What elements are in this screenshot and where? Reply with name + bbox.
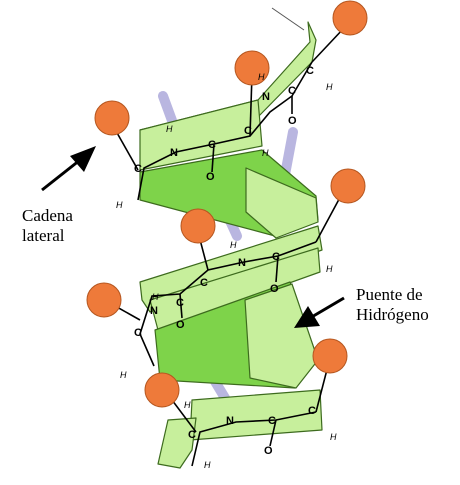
helix-ribbon [139, 21, 323, 469]
atom-hydrogen: H [330, 432, 337, 442]
atom-hydrogen: H [120, 370, 127, 380]
backbone-chain [137, 61, 313, 201]
atom-oxygen: O [288, 115, 297, 127]
atom-oxygen: O [176, 319, 185, 331]
atom-labels: C N C O C N C O C N C O C N C O C N C O … [134, 65, 316, 457]
side-chain-arrow-shaft [41, 158, 81, 192]
side-chain-label-line-1: Cadena [22, 206, 73, 225]
side-chain-arrow-head [70, 146, 96, 172]
atom-carbon: C [134, 327, 142, 339]
atom-hydrogen: H [230, 240, 237, 250]
side-chain-ball [180, 208, 216, 244]
side-chains [86, 0, 368, 408]
hydrogen-bond-arrow-shaft [309, 296, 345, 320]
ribbon-tail [157, 417, 197, 469]
atom-carbon: C [244, 125, 252, 137]
atom-carbon: C [272, 251, 280, 263]
atom-nitrogen: N [170, 147, 178, 159]
atom-carbon: C [208, 139, 216, 151]
hydrogen-bond [158, 91, 179, 131]
atom-hydrogen: H [166, 124, 173, 134]
atom-carbon: C [268, 415, 276, 427]
hydrogen-labels: H H H H H H H H H H H H [116, 72, 337, 470]
side-chain-ball [332, 0, 368, 36]
side-chain-ball [234, 50, 270, 86]
atom-hydrogen: H [152, 292, 159, 302]
side-chain-bond [311, 27, 345, 63]
atom-oxygen: O [270, 283, 279, 295]
atom-carbon: C [306, 65, 314, 77]
side-chain-ball [94, 100, 130, 136]
atom-oxygen: O [264, 445, 273, 457]
atom-nitrogen: N [150, 305, 158, 317]
atom-carbon: C [200, 277, 208, 289]
atom-carbon: C [308, 405, 316, 417]
atom-hydrogen: H [262, 148, 269, 158]
helix-top-strand [271, 7, 305, 31]
atom-carbon: C [188, 429, 196, 441]
hydrogen-bond-label: Puente de Hidrógeno [356, 285, 429, 325]
hydrogen-bond-label-line-1: Puente de [356, 285, 423, 304]
atom-nitrogen: N [226, 415, 234, 427]
atom-carbon: C [288, 85, 296, 97]
side-chain-ball [144, 372, 180, 408]
ribbon-twist-2-light [244, 283, 319, 389]
carbonyl-bond [211, 143, 215, 173]
hydrogen-bond-label-line-2: Hidrógeno [356, 305, 429, 324]
side-chain-label-line-2: lateral [22, 226, 65, 245]
atom-hydrogen: H [204, 460, 211, 470]
atom-hydrogen: H [184, 400, 191, 410]
hydrogen-bond-arrow-head [294, 306, 320, 328]
backbone-chain [139, 241, 317, 367]
carbonyl-bond [275, 255, 279, 283]
atom-hydrogen: H [116, 200, 123, 210]
atom-nitrogen: N [238, 257, 246, 269]
side-chain-ball [86, 282, 122, 318]
pointer-arrows [41, 146, 345, 328]
atom-oxygen: O [206, 171, 215, 183]
side-chain-ball [312, 338, 348, 374]
carbonyl-bond [269, 419, 277, 447]
side-chain-ball [330, 168, 366, 204]
carbonyl-bond [179, 293, 183, 319]
ribbon-band-1 [139, 99, 263, 171]
backbone-bonds [107, 7, 345, 467]
atom-carbon: C [134, 163, 142, 175]
atom-hydrogen: H [258, 72, 265, 82]
side-chain-label: Cadena lateral [22, 206, 73, 246]
atom-hydrogen: H [326, 264, 333, 274]
backbone-chain [191, 411, 317, 467]
atom-carbon: C [176, 297, 184, 309]
atom-hydrogen: H [326, 82, 333, 92]
ribbon-twist-1-light [245, 167, 319, 239]
atom-nitrogen: N [262, 91, 270, 103]
